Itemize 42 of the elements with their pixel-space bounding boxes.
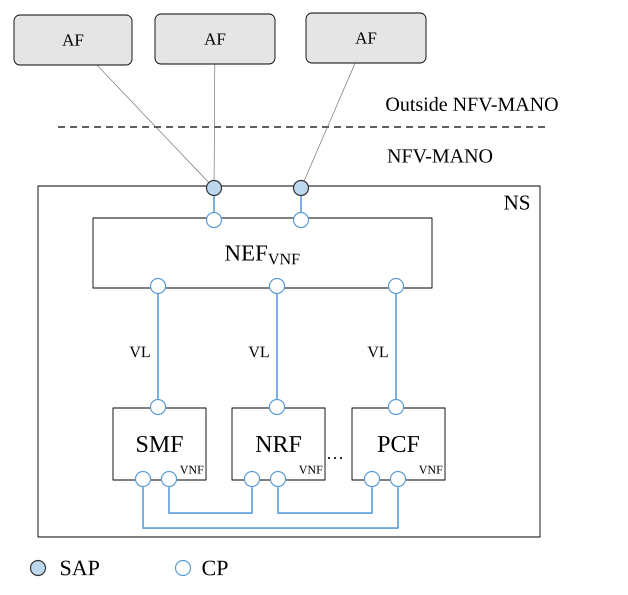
- port-circle: [390, 470, 406, 488]
- function-box: AF: [306, 12, 426, 64]
- region-label: NFV-MANO: [388, 149, 492, 163]
- function-box: AF: [14, 14, 132, 66]
- port-circle: [134, 470, 152, 488]
- port-circle: [150, 278, 166, 294]
- function-box: NEF$_{VNF}$: [92, 218, 432, 288]
- port-circle: [268, 278, 286, 294]
- ellipsis: …: [328, 456, 342, 460]
- connector-line: [168, 487, 253, 514]
- connector-line: [395, 294, 397, 399]
- port-circle: [150, 398, 166, 416]
- edge-label: VL: [247, 346, 271, 358]
- function-box: NRF VNF: [232, 408, 326, 480]
- connector-line: [214, 64, 216, 180]
- port-circle: [292, 180, 310, 196]
- port-circle: [206, 212, 222, 228]
- connector-line: [157, 294, 159, 399]
- connector-line: [213, 196, 215, 212]
- legend-text: CP: [202, 560, 228, 576]
- connector-line: [304, 63, 356, 181]
- port-circle: [364, 470, 380, 488]
- port-circle: [270, 470, 286, 488]
- port-circle: [160, 470, 178, 488]
- edge-label: VL: [128, 346, 152, 358]
- function-box: SMF VNF: [112, 408, 206, 480]
- connector-line: [277, 487, 373, 514]
- port-circle: [292, 212, 310, 228]
- port-circle: [388, 278, 404, 294]
- function-box: PCF VNF: [352, 408, 446, 480]
- edge-label: VL: [366, 346, 390, 358]
- region-label: Outside NFV-MANO: [386, 96, 558, 112]
- connector-line: [300, 196, 302, 212]
- connector-line: [142, 487, 399, 529]
- port-circle: [268, 398, 286, 416]
- function-box: AF: [154, 14, 276, 64]
- connector-line: [96, 65, 209, 182]
- port-circle: [206, 180, 222, 196]
- port-circle: [244, 470, 260, 488]
- legend-text: SAP: [61, 560, 99, 576]
- port-circle: [388, 398, 404, 416]
- connector-line: [276, 294, 278, 399]
